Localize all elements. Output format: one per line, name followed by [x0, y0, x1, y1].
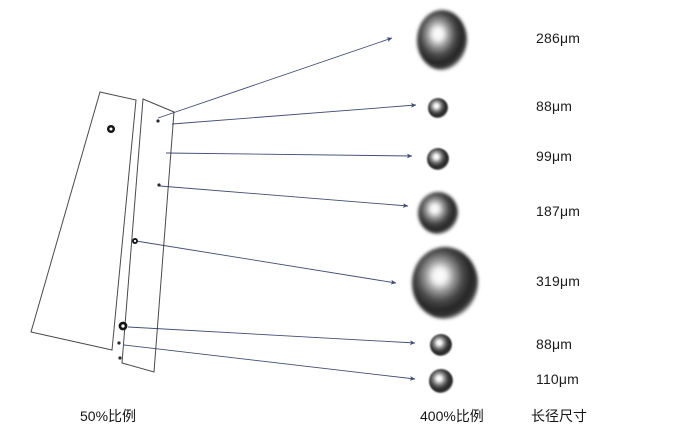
specimen-mark-mark-r2	[157, 183, 161, 187]
connector-arrows-group	[123, 37, 417, 381]
size-label-m4: 187μm	[536, 203, 581, 219]
droplet-m2	[428, 98, 448, 118]
size-label-m2: 88μm	[536, 98, 573, 114]
specimen-mark-core-mark-r3	[133, 239, 137, 243]
specimen-mark-mark-r1	[156, 119, 160, 123]
specimen-mark-mark-r6	[118, 356, 122, 360]
connector-arrow-m4	[159, 185, 409, 208]
droplet-m4	[418, 192, 458, 234]
connector-arrow-m5	[135, 240, 397, 285]
specimen-strip-right	[121, 98, 175, 373]
specimen-mark-mark-r5	[117, 341, 121, 345]
caption-right: 长径尺寸	[531, 408, 587, 424]
specimen-strips-group	[30, 91, 175, 373]
connector-arrow-m7	[123, 344, 416, 381]
droplet-m7	[429, 369, 453, 393]
size-label-m5: 319μm	[536, 273, 581, 289]
connector-arrow-m3	[165, 152, 413, 159]
caption-left: 50%比例	[80, 408, 137, 424]
droplet-m1	[417, 10, 467, 70]
droplet-m5	[412, 247, 478, 319]
caption-middle: 400%比例	[420, 408, 484, 424]
specimen-strip-left	[30, 91, 137, 351]
specimen-mark-core-mark-r4	[121, 324, 125, 328]
droplet-m6	[430, 334, 452, 356]
connector-arrow-m6	[127, 326, 416, 346]
droplet-m3	[427, 148, 449, 170]
droplet-images-group	[412, 10, 478, 393]
size-label-m1: 286μm	[536, 30, 581, 46]
size-label-m6: 88μm	[536, 336, 573, 352]
connector-arrow-m2	[171, 103, 417, 125]
size-label-m7: 110μm	[536, 371, 580, 387]
specimen-mark-core-mark-l1	[109, 127, 113, 131]
specimen-marks-group	[107, 119, 161, 360]
size-label-m3: 99μm	[536, 148, 573, 164]
connector-arrow-m1	[157, 37, 393, 119]
